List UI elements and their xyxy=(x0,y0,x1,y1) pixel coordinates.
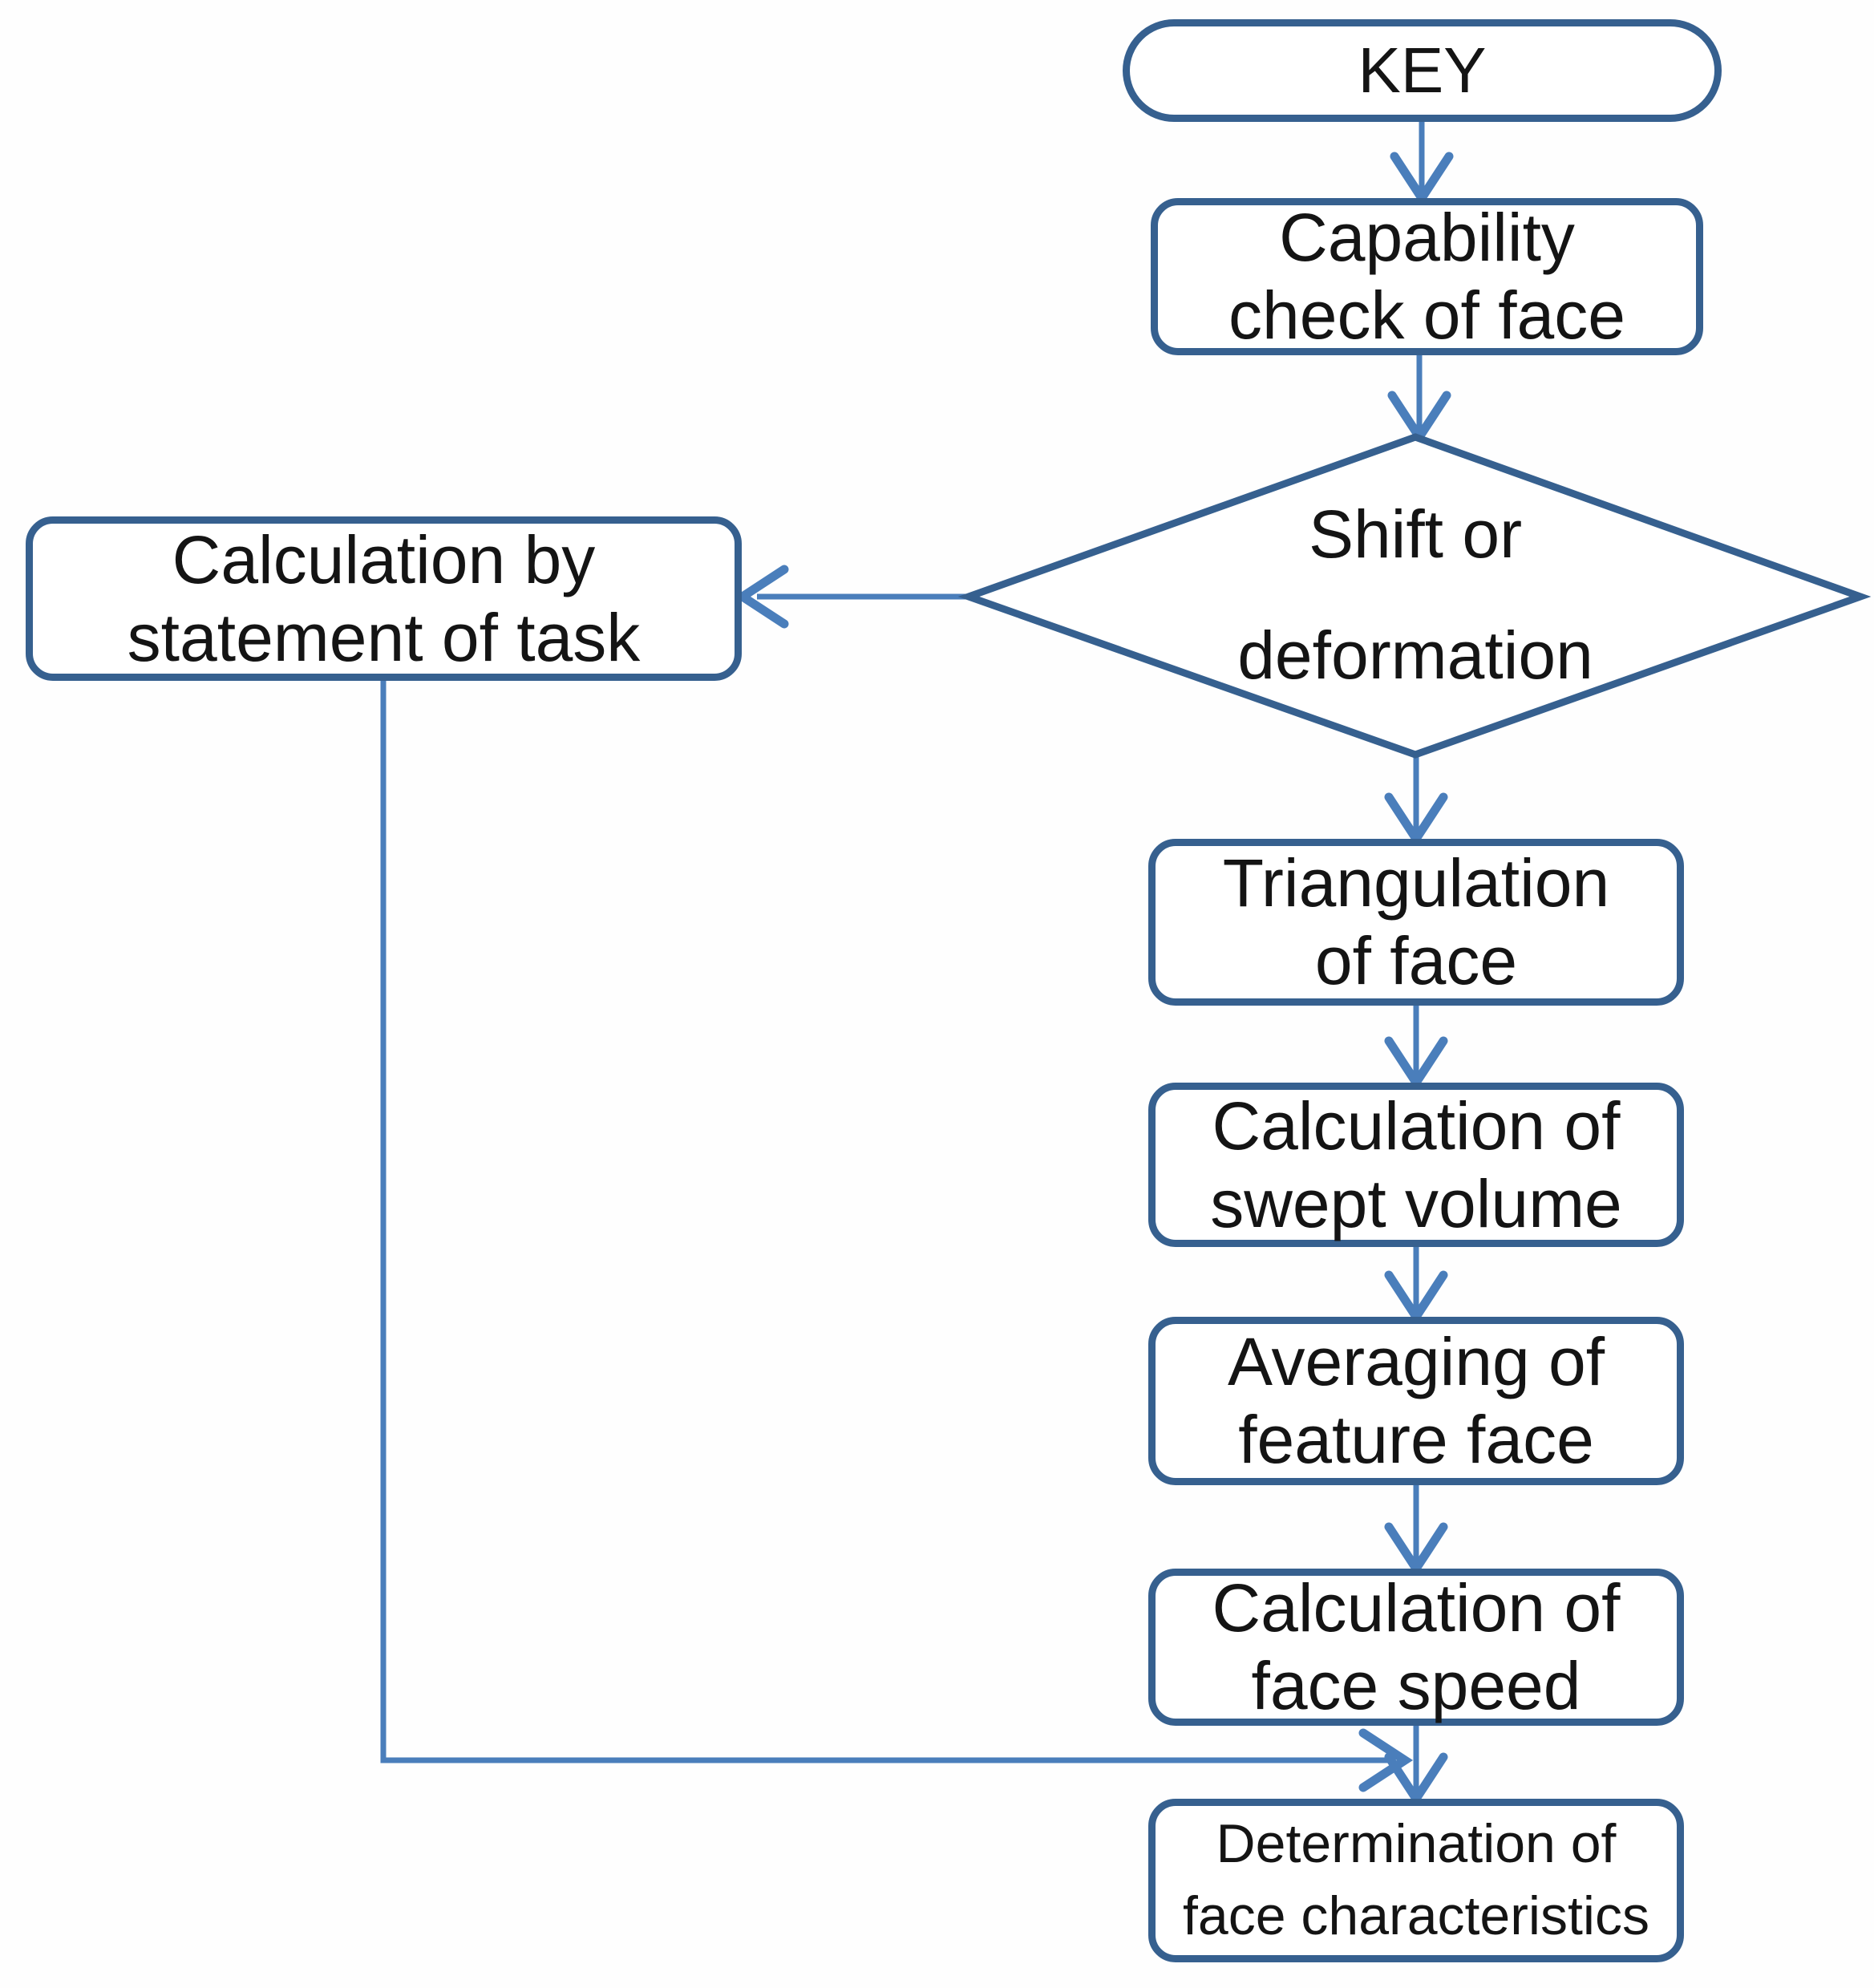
node-triangulation-of-face: Triangulation of face xyxy=(1148,839,1684,1006)
node-key-label: KEY xyxy=(1358,34,1487,106)
node-calculation-of-face-speed: Calculation of face speed xyxy=(1148,1569,1684,1726)
arrowhead-calc-task-to-determination xyxy=(1358,1728,1414,1792)
node-capability-check-label: Capability check of face xyxy=(1228,200,1625,353)
node-calculation-by-statement-of-task-label: Calculation by statement of task xyxy=(127,521,641,675)
node-capability-check: Capability check of face xyxy=(1151,198,1703,355)
arrowhead-shift-to-calc-task xyxy=(734,565,789,629)
node-calculation-of-face-speed-label: Calculation of face speed xyxy=(1212,1570,1621,1723)
node-determination-of-face-characteristics-label: Determination of face characteristics xyxy=(1183,1813,1649,1946)
connector-calc-task-to-determination xyxy=(380,681,1395,1763)
node-averaging-of-feature-face: Averaging of feature face xyxy=(1148,1317,1684,1485)
node-calculation-of-swept-volume-label: Calculation of swept volume xyxy=(1210,1087,1622,1241)
node-shift-or-deformation-shape xyxy=(957,433,1872,759)
node-shift-or-deformation-label: Shift or deformation xyxy=(1237,496,1593,693)
node-calculation-of-swept-volume: Calculation of swept volume xyxy=(1148,1083,1684,1247)
node-triangulation-of-face-label: Triangulation of face xyxy=(1222,845,1610,998)
node-calculation-by-statement-of-task: Calculation by statement of task xyxy=(26,516,742,681)
node-averaging-of-feature-face-label: Averaging of feature face xyxy=(1227,1324,1605,1477)
node-determination-of-face-characteristics: Determination of face characteristics xyxy=(1148,1799,1684,1962)
node-key: KEY xyxy=(1123,19,1722,122)
